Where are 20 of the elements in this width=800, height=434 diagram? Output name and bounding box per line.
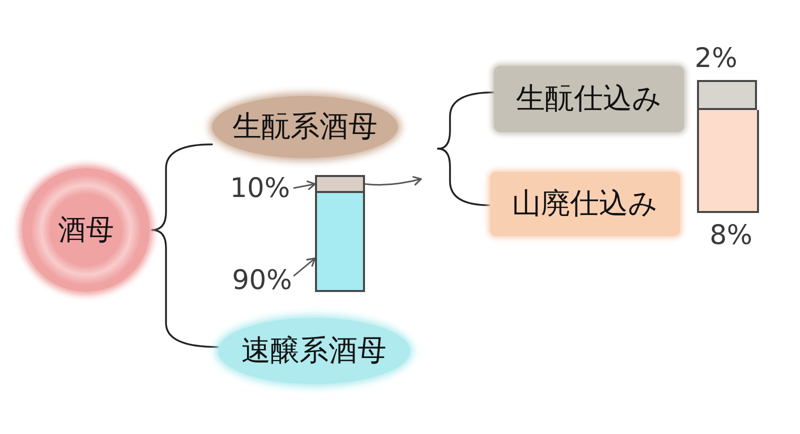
- ellipse-node: 生酛系酒母: [212, 96, 398, 158]
- ellipse-node: 速醸系酒母: [218, 318, 410, 384]
- bar-segment: [315, 193, 365, 292]
- percent-label: 8%: [708, 218, 754, 252]
- circle-node: 酒母: [22, 168, 150, 292]
- percent-label: 90%: [230, 262, 294, 298]
- curly-brace: [151, 143, 213, 231]
- curly-brace: [151, 229, 219, 348]
- bar-segment: [315, 175, 365, 193]
- percent-label: 2%: [694, 42, 738, 76]
- rectangle-node: 生酛仕込み: [494, 66, 684, 132]
- rectangle-node: 山廃仕込み: [490, 172, 680, 236]
- curly-brace: [437, 92, 495, 150]
- arrow: [364, 176, 422, 186]
- bar-segment: [697, 110, 759, 213]
- leader-arrow: [293, 258, 316, 276]
- leader-arrow: [293, 180, 316, 190]
- percent-label: 10%: [226, 170, 294, 206]
- curly-brace: [437, 148, 491, 206]
- bar-segment: [697, 80, 757, 110]
